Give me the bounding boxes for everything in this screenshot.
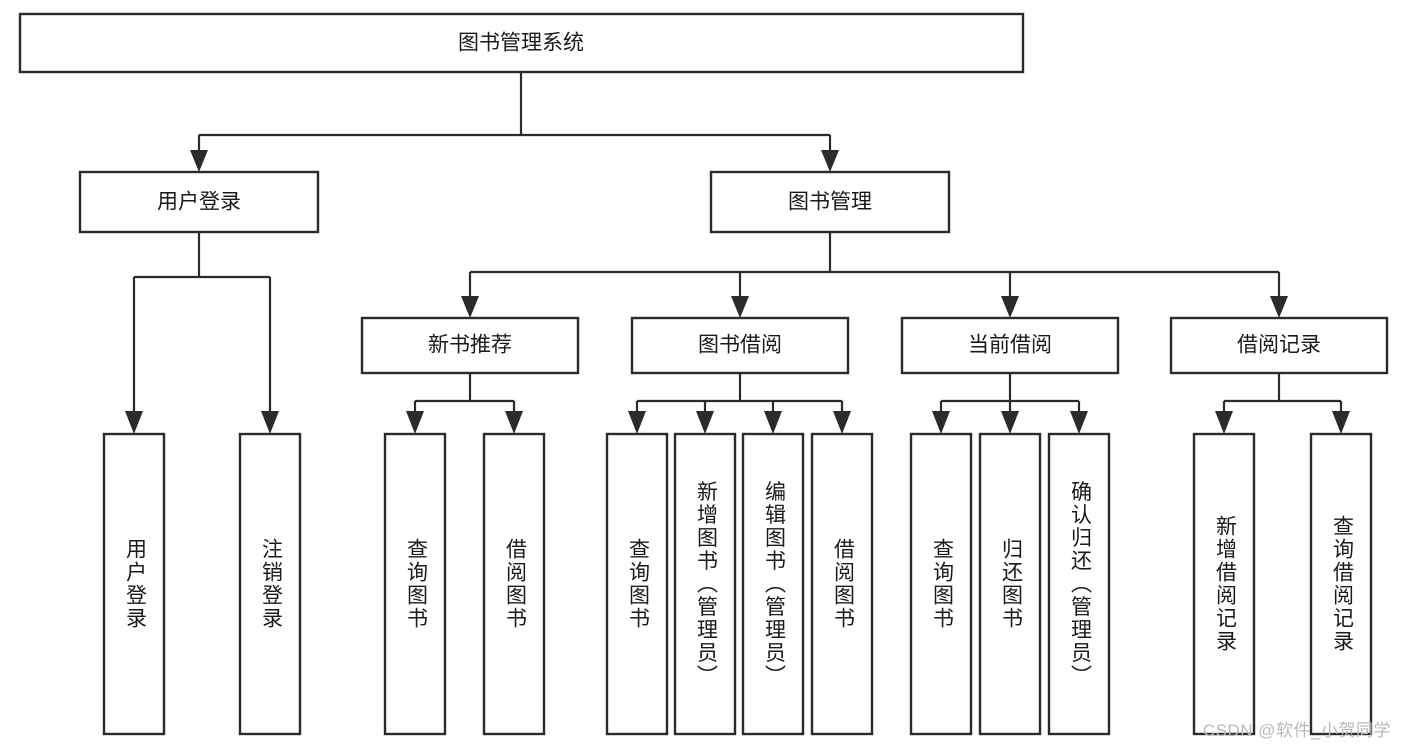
arrowhead-leaf3 — [406, 411, 424, 434]
node-leaf11[interactable]: 确认归还（管理员） — [1047, 432, 1111, 736]
node-leaf6-box[interactable] — [673, 432, 737, 736]
node-leaf8-box[interactable] — [810, 432, 874, 736]
node-leaf4[interactable]: 借阅图书 — [482, 432, 546, 736]
node-leaf8-label: 借阅图书 — [831, 538, 855, 630]
node-newrec[interactable]: 新书推荐 — [360, 316, 580, 375]
node-leaf5-box[interactable] — [605, 432, 669, 736]
node-leaf1[interactable]: 用户登录 — [102, 432, 166, 736]
node-leaf3-label: 查询图书 — [404, 538, 428, 630]
arrowhead-records — [1270, 296, 1288, 318]
node-leaf13[interactable]: 查询借阅记录 — [1309, 432, 1373, 736]
node-records[interactable]: 借阅记录 — [1169, 316, 1389, 375]
node-borrow-box[interactable] — [630, 316, 850, 375]
node-leaf6-label: 新增图书（管理员） — [694, 481, 718, 688]
node-records-label: 借阅记录 — [1237, 334, 1321, 357]
node-current-box[interactable] — [900, 316, 1120, 375]
node-leaf11-label: 确认归还（管理员） — [1068, 481, 1092, 688]
node-leaf2[interactable]: 注销登录 — [238, 432, 302, 736]
arrowhead-leaf7 — [764, 411, 782, 434]
node-leaf9-box[interactable] — [909, 432, 973, 736]
node-leaf12[interactable]: 新增借阅记录 — [1192, 432, 1256, 736]
arrowhead-bookmgmt — [821, 150, 839, 172]
arrowhead-leaf9 — [932, 411, 950, 434]
node-leaf13-label: 查询借阅记录 — [1330, 515, 1354, 653]
node-leaf4-box[interactable] — [482, 432, 546, 736]
arrowhead-current — [1001, 296, 1019, 318]
arrowhead-login — [190, 150, 208, 172]
node-login[interactable]: 用户登录 — [78, 170, 320, 234]
node-leaf5[interactable]: 查询图书 — [605, 432, 669, 736]
arrowhead-leaf2 — [261, 411, 279, 434]
node-root[interactable]: 图书管理系统 — [18, 12, 1025, 74]
node-leaf4-label: 借阅图书 — [503, 538, 527, 630]
node-leaf10-label: 归还图书 — [999, 538, 1023, 630]
node-leaf9-label: 查询图书 — [930, 538, 954, 630]
node-bookmgmt-box[interactable] — [709, 170, 951, 234]
node-leaf8[interactable]: 借阅图书 — [810, 432, 874, 736]
node-leaf12-label: 新增借阅记录 — [1213, 515, 1237, 653]
node-bookmgmt[interactable]: 图书管理 — [709, 170, 951, 234]
arrowhead-leaf4 — [505, 411, 523, 434]
node-login-box[interactable] — [78, 170, 320, 234]
node-borrow-label: 图书借阅 — [698, 334, 782, 357]
node-borrow[interactable]: 图书借阅 — [630, 316, 850, 375]
node-current-label: 当前借阅 — [968, 334, 1052, 357]
node-leaf11-box[interactable] — [1047, 432, 1111, 736]
arrowhead-leaf10 — [1001, 411, 1019, 434]
node-leaf13-box[interactable] — [1309, 432, 1373, 736]
node-leaf1-box[interactable] — [102, 432, 166, 736]
node-newrec-box[interactable] — [360, 316, 580, 375]
node-root-label: 图书管理系统 — [458, 32, 584, 55]
node-leaf12-box[interactable] — [1192, 432, 1256, 736]
arrowhead-leaf1 — [125, 411, 143, 434]
node-leaf10-box[interactable] — [978, 432, 1042, 736]
node-leaf5-label: 查询图书 — [626, 538, 650, 630]
node-leaf3[interactable]: 查询图书 — [383, 432, 447, 736]
arrowhead-leaf12 — [1215, 411, 1233, 434]
node-records-box[interactable] — [1169, 316, 1389, 375]
node-leaf1-label: 用户登录 — [123, 538, 147, 630]
node-current[interactable]: 当前借阅 — [900, 316, 1120, 375]
arrowhead-newrec — [461, 296, 479, 318]
arrowhead-borrow — [731, 296, 749, 318]
node-leaf10[interactable]: 归还图书 — [978, 432, 1042, 736]
node-leaf7-box[interactable] — [741, 432, 805, 736]
node-leaf2-label: 注销登录 — [259, 538, 283, 630]
arrowhead-leaf13 — [1332, 411, 1350, 434]
arrowhead-leaf11 — [1070, 411, 1088, 434]
node-leaf7[interactable]: 编辑图书（管理员） — [741, 432, 805, 736]
node-newrec-label: 新书推荐 — [428, 334, 512, 357]
node-leaf2-box[interactable] — [238, 432, 302, 736]
arrowhead-leaf8 — [833, 411, 851, 434]
node-leaf6[interactable]: 新增图书（管理员） — [673, 432, 737, 736]
node-bookmgmt-label: 图书管理 — [788, 191, 872, 214]
node-leaf9[interactable]: 查询图书 — [909, 432, 973, 736]
node-leaf3-box[interactable] — [383, 432, 447, 736]
node-login-label: 用户登录 — [157, 191, 241, 214]
node-leaf7-label: 编辑图书（管理员） — [762, 481, 786, 688]
arrowhead-leaf5 — [628, 411, 646, 434]
connector-layer — [125, 72, 1350, 434]
node-root-box[interactable] — [18, 12, 1025, 74]
arrowhead-leaf6 — [696, 411, 714, 434]
